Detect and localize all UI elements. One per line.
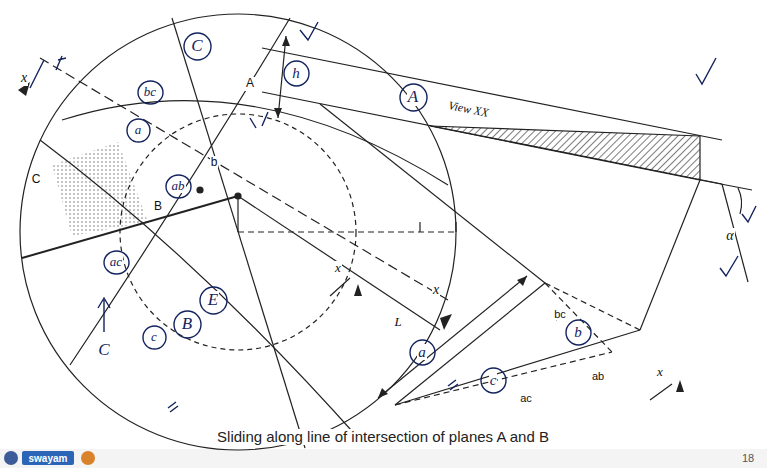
circle-outline: [138, 81, 163, 104]
circled-text: E: [207, 291, 219, 310]
circled-letter: a: [126, 118, 151, 143]
circled-text: C: [190, 37, 203, 56]
circled-text: a: [134, 123, 143, 137]
footer-bar: [0, 449, 767, 468]
drawing-label: L: [393, 315, 402, 329]
circle-outline: [400, 84, 427, 111]
circle-outline: [284, 61, 309, 86]
circled-text: a: [417, 344, 427, 361]
drawing-label: bc: [553, 308, 567, 320]
circled-letter: a: [409, 339, 436, 366]
drawing-label: x: [334, 261, 342, 275]
circled-letter: C: [183, 32, 212, 61]
circled-text: c: [150, 330, 158, 344]
drawing-label: C: [97, 341, 110, 360]
circled-text: c: [489, 372, 498, 389]
drawing-label: B: [153, 200, 163, 213]
drawing-label: x: [432, 282, 440, 297]
circled-text: B: [181, 315, 193, 334]
drawing-label: x: [20, 70, 28, 85]
drawing-label: b: [210, 156, 219, 169]
caption: Sliding along line of intersection of pl…: [216, 429, 550, 446]
circle-outline: [200, 287, 227, 314]
drawing-label: ab: [591, 370, 605, 382]
drawing-label: A: [245, 77, 255, 90]
drawing-label: View XX: [446, 99, 491, 120]
circled-letter: A: [399, 83, 428, 112]
circled-letter: B: [173, 310, 202, 339]
section-arrow: [18, 82, 452, 330]
arrowhead: [274, 36, 684, 398]
circle-outline: [104, 251, 129, 274]
drawing-label: C: [31, 173, 42, 186]
handwritten-mark: [300, 22, 756, 390]
circled-letter: ac: [103, 250, 130, 275]
swayam-logo: [22, 451, 74, 465]
wedge-drawing: [262, 36, 752, 405]
handwritten-mark: [30, 56, 268, 412]
circled-letter: bc: [137, 80, 164, 105]
circled-letter: c: [480, 367, 507, 394]
circled-text: A: [407, 88, 419, 107]
circle-outline: [481, 368, 506, 393]
circle-outline: [410, 340, 435, 365]
circled-letter: E: [199, 286, 228, 315]
circled-text: h: [291, 65, 301, 82]
circled-text: bc: [143, 85, 157, 99]
circled-text: b: [573, 324, 583, 341]
drawing-label: α: [725, 228, 734, 243]
circle-outline: [143, 326, 166, 349]
stereonet: [20, 14, 456, 450]
logo-icon: [81, 451, 95, 465]
circle-outline: [166, 175, 191, 198]
circled-text: ac: [109, 255, 123, 269]
circled-letter: h: [283, 60, 310, 87]
circle-outline: [174, 311, 201, 338]
circled-letter: c: [142, 325, 167, 350]
page-number: 18: [742, 452, 754, 464]
drawing-label: x: [656, 365, 664, 379]
circled-letter: ab: [165, 174, 192, 199]
drawing-label: ac: [519, 392, 533, 404]
circle-outline: [566, 320, 591, 345]
circle-outline: [184, 33, 211, 60]
logo-text: swayam: [29, 453, 68, 464]
circle-outline: [127, 119, 150, 142]
logo-icon: [4, 451, 18, 465]
circled-letter: b: [565, 319, 592, 346]
circled-text: ab: [171, 179, 186, 193]
